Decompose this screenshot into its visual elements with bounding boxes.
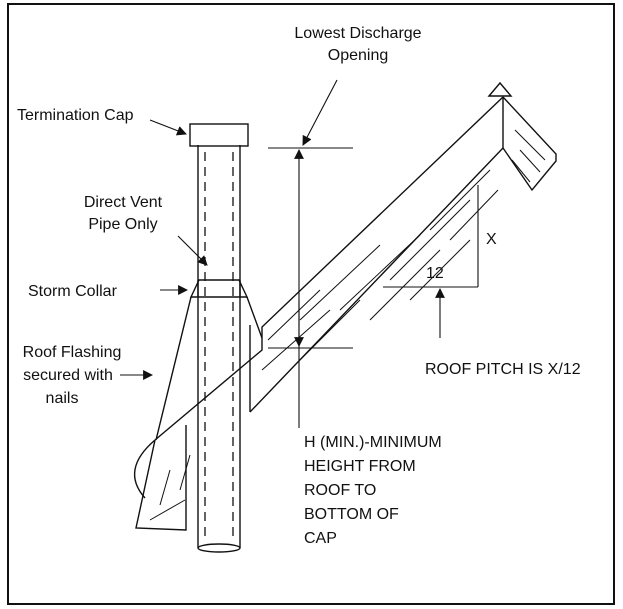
lowest-discharge-label-line2: Opening	[328, 47, 389, 64]
storm-collar	[189, 279, 249, 298]
twelve-label: 12	[426, 265, 444, 282]
termination-cap-label: Termination Cap	[17, 107, 134, 124]
direct-vent-label-line1: Direct Vent	[84, 194, 163, 211]
roof-flashing-label-line2: secured with	[23, 367, 113, 384]
direct-vent-leader	[177, 235, 208, 266]
lowest-discharge-leader	[302, 79, 338, 146]
termination-cap-leader	[149, 119, 187, 136]
h-label-line4: BOTTOM OF	[304, 506, 399, 523]
h-label-line3: ROOF TO	[304, 482, 376, 499]
h-label-line1: H (MIN.)-MINIMUM	[304, 434, 442, 451]
pitch-dimension	[383, 185, 479, 338]
frame-border	[7, 3, 615, 605]
height-dimension	[268, 147, 353, 428]
roof-flashing-label-line1: Roof Flashing	[23, 344, 122, 361]
roof-flashing	[155, 296, 263, 441]
storm-collar-label: Storm Collar	[28, 283, 118, 300]
roof-pitch-label: ROOF PITCH IS X/12	[425, 361, 581, 378]
h-label-line2: HEIGHT FROM	[304, 458, 416, 475]
h-label-line5: CAP	[304, 530, 337, 547]
vent-pipe	[197, 145, 241, 553]
termination-cap	[189, 123, 249, 147]
direct-vent-label-line2: Pipe Only	[88, 216, 157, 233]
x-label: X	[486, 231, 497, 248]
roof-flashing-label-line3: nails	[46, 390, 79, 407]
lowest-discharge-label-line1: Lowest Discharge	[294, 25, 421, 42]
